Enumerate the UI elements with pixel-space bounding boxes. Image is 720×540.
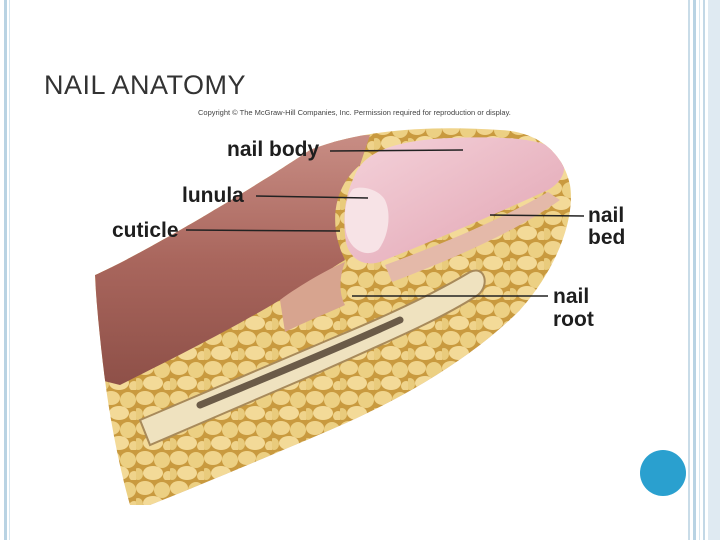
label-cuticle: cuticle bbox=[112, 219, 179, 242]
label-nail-bed-line1: nail bbox=[588, 204, 625, 227]
finger-cross-section bbox=[95, 128, 571, 505]
left-border-rule bbox=[4, 0, 7, 540]
copyright-notice: Copyright © The McGraw-Hill Companies, I… bbox=[198, 108, 511, 117]
accent-circle bbox=[640, 450, 686, 496]
lunula-leader bbox=[255, 195, 369, 199]
label-lunula: lunula bbox=[182, 184, 244, 207]
nail-bed-leader bbox=[489, 214, 585, 217]
left-border-rule-thin bbox=[9, 0, 10, 540]
lunula bbox=[344, 187, 389, 254]
label-nail-bed-line2: bed bbox=[588, 226, 626, 249]
right-border-rules bbox=[688, 0, 720, 540]
label-nail-root-line2: root bbox=[553, 308, 594, 331]
nail-body bbox=[344, 137, 565, 264]
nail-body-leader bbox=[329, 149, 464, 152]
nail-bed bbox=[385, 192, 560, 282]
slide-title: NAIL ANATOMY bbox=[44, 70, 247, 100]
leader-lines bbox=[185, 149, 585, 297]
cuticle-leader bbox=[185, 229, 341, 232]
label-nail-root-line1: nail bbox=[553, 285, 590, 308]
label-nail-body: nail body bbox=[227, 138, 320, 161]
